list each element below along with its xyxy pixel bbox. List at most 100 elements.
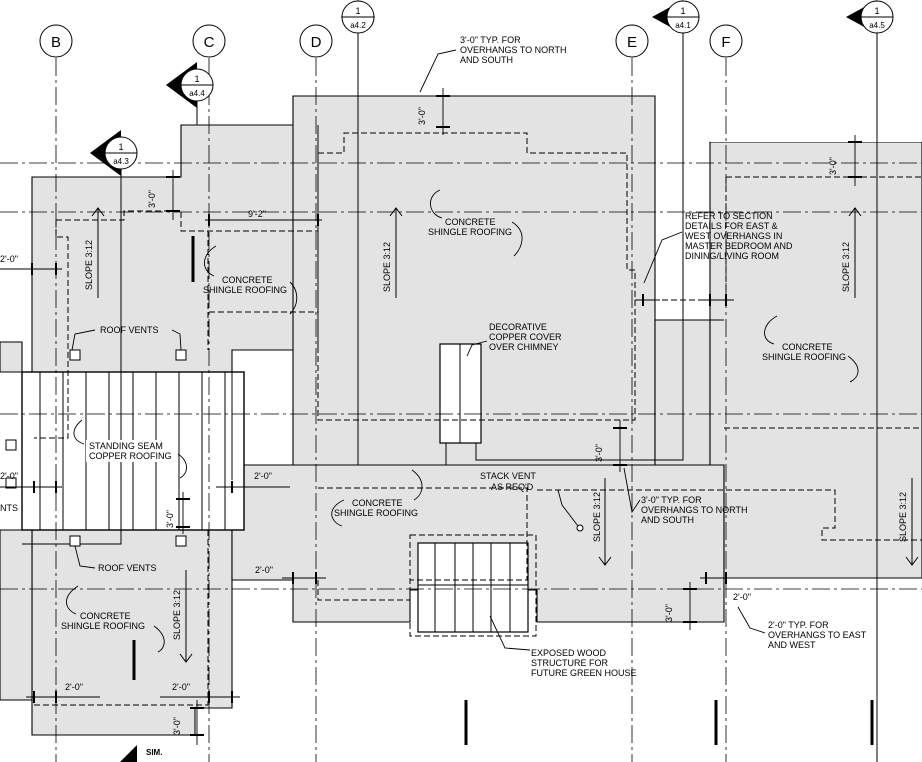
section-tag-sim: SIM. [120,745,162,762]
svg-text:AND SOUTH: AND SOUTH [460,55,513,65]
section-tag-a4-5: 1 a4.5 [846,0,894,34]
slope-arrow: SLOPE 3:12 [898,478,919,566]
note-concrete-shingle: CONCRETE SHINGLE ROOFING [61,611,145,631]
dim-label: 3'-0" [165,510,175,528]
note-roof-vents: ROOF VENTS [98,563,157,573]
dim-label: 3'-0" [828,157,838,175]
dim-label: 2'-0" [172,682,190,692]
svg-text:STACK VENT: STACK VENT [480,471,536,481]
svg-text:2'-0" TYP. FOR: 2'-0" TYP. FOR [768,620,829,630]
section-cut-lines [120,30,878,762]
svg-text:CONCRETE: CONCRETE [80,611,131,621]
svg-text:WEST OVERHANGS IN: WEST OVERHANGS IN [685,231,782,241]
svg-text:AS REQ'D: AS REQ'D [491,482,534,492]
note-overhang-ns-mid: 3'-0" TYP. FOR OVERHANGS TO NORTH AND SO… [641,495,748,525]
slope-label: SLOPE 3:12 [841,242,851,292]
slope-arrow: SLOPE 3:12 [84,207,105,298]
slope-arrow: SLOPE 3:12 [841,207,862,298]
dim-label: 3'-0" [172,717,182,735]
roof-area-left-lower [0,529,33,701]
section-tag-a4-4: 1 a4.4 [166,62,214,108]
svg-text:CONCRETE: CONCRETE [445,217,496,227]
grid-lines [0,58,922,762]
grid-bubble-e-label: E [627,34,637,51]
roof-vent [175,349,187,361]
section-tag-a4-2: 1 a4.2 [341,0,375,34]
section-tag-number: 1 [874,6,879,16]
roof-vent [5,477,17,489]
dim-label: 2'-0" [733,592,751,602]
note-overhang-ns-top: 3'-0" TYP. FOR OVERHANGS TO NORTH AND SO… [460,35,567,65]
notes: 3'-0" TYP. FOR OVERHANGS TO NORTH AND SO… [0,35,867,678]
grid-bubble-d: D [299,24,333,58]
dim-label: 3'-0" [417,107,427,125]
dim-label: 2'-0" [0,254,18,264]
section-tags: 1 a4.2 1 a4.1 1 a4.5 1 a4.4 [90,0,894,762]
svg-text:AND WEST: AND WEST [768,640,816,650]
grid-bubble-d-label: D [311,34,322,51]
section-tag-ref: a4.3 [113,157,129,166]
note-standing-seam: STANDING SEAM COPPER ROOFING [86,440,172,462]
bg-gap [710,96,922,142]
svg-text:COPPER ROOFING: COPPER ROOFING [89,451,172,461]
note-decorative-copper: DECORATIVE COPPER COVER OVER CHIMNEY [489,322,562,352]
section-tag-number: 1 [680,6,685,16]
svg-text:OVERHANGS TO NORTH: OVERHANGS TO NORTH [460,45,567,55]
svg-text:AND SOUTH: AND SOUTH [641,515,694,525]
dim-label: 9'-2" [248,209,266,219]
svg-text:3'-0" TYP. FOR: 3'-0" TYP. FOR [641,495,702,505]
svg-text:OVERHANGS TO NORTH: OVERHANGS TO NORTH [641,505,748,515]
slope-arrow: SLOPE 3:12 [382,207,403,298]
sim-label: SIM. [146,748,162,757]
dim-label: 2'-0" [254,471,272,481]
note-exposed-wood: EXPOSED WOOD STRUCTURE FOR FUTURE GREEN … [531,648,637,678]
svg-text:SHINGLE ROOFING: SHINGLE ROOFING [334,508,418,518]
svg-text:DETAILS FOR EAST &: DETAILS FOR EAST & [685,221,778,231]
svg-text:STRUCTURE FOR: STRUCTURE FOR [531,658,608,668]
note-nts: NTS [0,503,18,513]
svg-text:DECORATIVE: DECORATIVE [489,322,547,332]
roof-vents [5,349,584,547]
grid-bubbles: B C D E F [39,24,743,58]
svg-text:OVERHANGS TO EAST: OVERHANGS TO EAST [768,630,867,640]
svg-text:REFER TO SECTION: REFER TO SECTION [685,211,773,221]
grid-bubble-e: E [615,24,649,58]
svg-text:FUTURE GREEN HOUSE: FUTURE GREEN HOUSE [531,668,637,678]
svg-text:SHINGLE ROOFING: SHINGLE ROOFING [762,352,846,362]
svg-text:SHINGLE ROOFING: SHINGLE ROOFING [203,285,287,295]
svg-text:MASTER BEDROOM AND: MASTER BEDROOM AND [685,241,793,251]
svg-text:CONCRETE: CONCRETE [782,342,833,352]
section-tag-number: 1 [118,142,123,152]
section-tag-ref: a4.4 [189,89,205,98]
grid-bubble-b-label: B [51,34,61,51]
slope-label: SLOPE 3:12 [84,240,94,290]
svg-text:CONCRETE: CONCRETE [222,275,273,285]
note-roof-vents: ROOF VENTS [100,325,159,335]
roof-area-left-stub [0,341,23,373]
note-concrete-shingle: CONCRETE SHINGLE ROOFING [762,342,846,362]
dim-label: 2'-0" [65,682,83,692]
section-tag-ref: a4.5 [869,21,885,30]
note-concrete-shingle: CONCRETE SHINGLE ROOFING [203,275,287,295]
leaders [66,49,859,653]
roof-vent [175,535,187,547]
slope-label: SLOPE 3:12 [382,242,392,292]
note-overhang-ew: 2'-0" TYP. FOR OVERHANGS TO EAST AND WES… [768,620,867,650]
roof-vent [69,535,81,547]
slope-label: SLOPE 3:12 [172,590,182,640]
dimensions: 3'-0" 3'-0" 3'-0" 9'-2" 2'-0" 3'-0" 2'-0… [0,88,862,745]
slope-label: SLOPE 3:12 [898,492,908,542]
slope-arrow: SLOPE 3:12 [592,478,612,566]
svg-text:STANDING SEAM: STANDING SEAM [89,441,163,451]
dim-label: 3'-0" [594,444,604,462]
grid-bubble-b: B [39,24,73,58]
dim-label: 3'-0" [147,190,157,208]
note-concrete-shingle: CONCRETE SHINGLE ROOFING [334,498,418,518]
svg-text:SHINGLE ROOFING: SHINGLE ROOFING [428,227,512,237]
note-refer-section: REFER TO SECTION DETAILS FOR EAST & WEST… [685,211,793,261]
roof-vent [5,439,17,451]
grid-bubble-c: C [192,24,226,58]
svg-text:DINING/LIVING ROOM: DINING/LIVING ROOM [685,251,779,261]
